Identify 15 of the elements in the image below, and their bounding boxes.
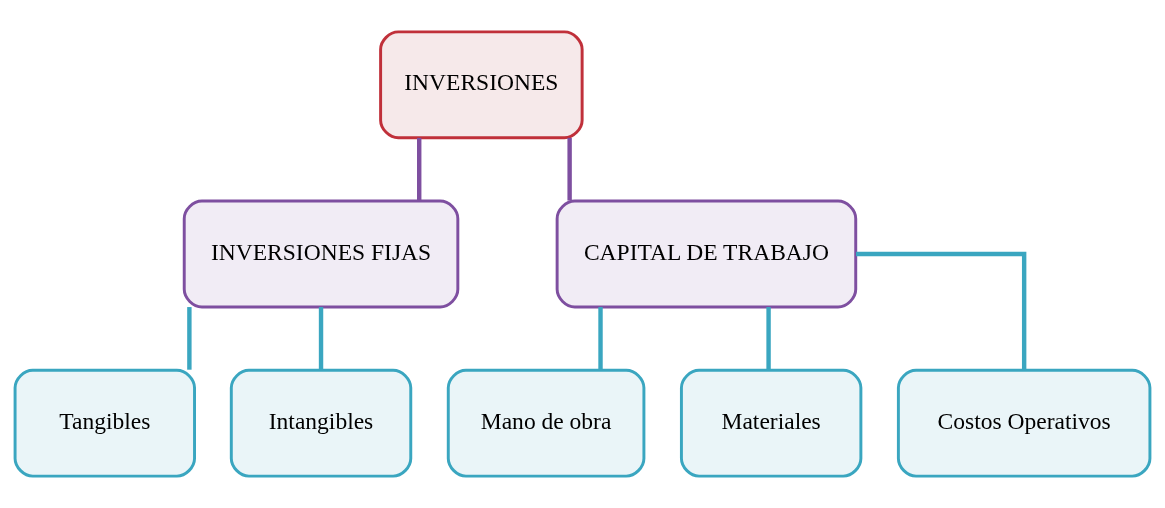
- connector: [187, 307, 192, 370]
- connector: [598, 307, 603, 370]
- connector: [318, 307, 324, 370]
- node-box: CAPITAL DE TRABAJO: [555, 199, 858, 309]
- connector: [417, 137, 422, 201]
- node-box: INVERSIONES: [379, 30, 584, 140]
- node-box: Costos Operativos: [896, 368, 1152, 478]
- node-box: INVERSIONES FIJAS: [182, 199, 460, 309]
- connector: [567, 137, 572, 201]
- node-box: Mano de obra: [446, 368, 646, 478]
- connector: [856, 251, 1027, 371]
- node-box: Intangibles: [229, 368, 413, 478]
- connector: [766, 307, 771, 370]
- node-box: Materiales: [679, 368, 863, 478]
- node-box: Tangibles: [13, 368, 196, 478]
